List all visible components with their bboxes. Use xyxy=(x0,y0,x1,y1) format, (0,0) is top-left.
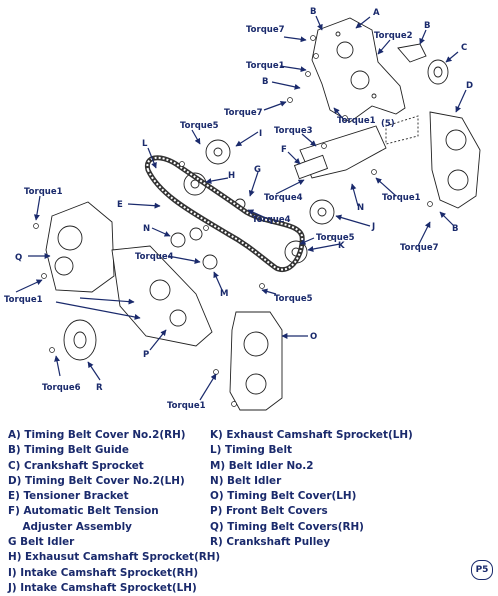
callout-torque2: Torque2 xyxy=(374,31,413,41)
legend-item: Adjuster Assembly xyxy=(8,520,132,533)
callout-torque1-center: Torque1 xyxy=(337,116,376,126)
callout-torque6: Torque6 xyxy=(42,383,81,393)
part-front-belt-covers xyxy=(111,245,213,347)
legend-item: M) Belt Idler No.2 xyxy=(210,459,314,472)
callout-r: R xyxy=(96,383,103,393)
callout-j: J xyxy=(371,222,375,232)
legend-item: R) Crankshaft Pulley xyxy=(210,536,331,549)
legend-item: Q) Timing Belt Covers(RH) xyxy=(210,520,364,533)
callout-torque1-left: Torque1 xyxy=(24,187,63,197)
legend-item: P) Front Belt Covers xyxy=(210,505,328,518)
legend-item: N) Belt Idler xyxy=(210,474,282,487)
callout-torque4-upper: Torque4 xyxy=(264,193,303,203)
page-badge: P5 xyxy=(471,560,493,580)
legend-item: K) Exhaust Camshaft Sprocket(LH) xyxy=(210,429,413,441)
legend-right-column: K) Exhaust Camshaft Sprocket(LH) L) Timi… xyxy=(210,428,413,550)
callout-q: Q xyxy=(15,253,22,263)
part-intake-camshaft-sprocket-rh xyxy=(205,139,231,165)
legend-item: G Belt Idler xyxy=(8,536,75,549)
callout-five: (5) xyxy=(381,119,395,129)
part-belt-guide-top-right xyxy=(397,43,427,63)
exploded-parts-diagram: A B Torque7 Torque2 B C Torque1 B D Torq… xyxy=(4,7,481,411)
callout-b-mid: B xyxy=(262,77,268,87)
legend-item: A) Timing Belt Cover No.2(RH) xyxy=(8,429,186,441)
callout-torque4-lower: Torque4 xyxy=(135,252,174,262)
callout-f: F xyxy=(281,145,287,155)
callout-a-top: A xyxy=(373,8,380,18)
legend-item: H) Exhausut Camshaft Sprocket(RH) xyxy=(8,551,221,564)
callout-torque1-lower-left: Torque1 xyxy=(4,295,43,305)
callout-b-top: B xyxy=(310,7,316,17)
callout-i: I xyxy=(259,129,262,139)
part-timing-belt-covers-rh xyxy=(45,201,115,293)
callout-torque1-bottom: Torque1 xyxy=(167,401,206,411)
part-belt-idler-no2 xyxy=(202,254,218,270)
part-timing-belt-cover-no2-rh xyxy=(311,17,406,123)
legend-item: E) Tensioner Bracket xyxy=(8,490,129,503)
part-belt-idler-n-left xyxy=(170,232,186,248)
part-belt-tension-adjuster xyxy=(293,154,329,180)
callout-o: O xyxy=(310,332,317,342)
callout-e: E xyxy=(117,200,123,210)
callout-m: M xyxy=(220,289,228,299)
callout-g: G xyxy=(254,165,261,175)
callout-k: K xyxy=(338,241,345,251)
legend-item: F) Automatic Belt Tension xyxy=(8,505,159,518)
callout-torque5-mid: Torque5 xyxy=(316,233,355,243)
part-intake-camshaft-sprocket-lh xyxy=(309,199,335,225)
callout-torque3: Torque3 xyxy=(274,126,313,136)
callout-p: P xyxy=(143,350,149,360)
callout-c: C xyxy=(461,43,467,53)
legend-left-column: A) Timing Belt Cover No.2(RH) B) Timing … xyxy=(8,428,220,596)
callout-torque1-upper: Torque1 xyxy=(246,61,285,71)
callout-d: D xyxy=(466,81,473,91)
legend-item: L) Timing Belt xyxy=(210,444,292,457)
callout-torque7-right: Torque7 xyxy=(400,243,439,253)
callout-torque7-top: Torque7 xyxy=(246,25,285,35)
callout-n-left: N xyxy=(143,224,150,234)
callout-b-right-top: B xyxy=(424,21,430,31)
part-crankshaft-pulley xyxy=(63,319,97,361)
legend-item: B) Timing Belt Guide xyxy=(8,444,129,457)
part-timing-belt-cover-no2-lh xyxy=(429,111,481,209)
legend-item: D) Timing Belt Cover No.2(LH) xyxy=(8,474,185,487)
callout-n-right: N xyxy=(357,203,364,213)
callout-torque5-lower: Torque5 xyxy=(274,294,313,304)
part-timing-belt-cover-lh xyxy=(229,311,283,411)
callout-torque4-mid: Torque4 xyxy=(252,215,291,225)
callout-l: L xyxy=(142,139,148,149)
callout-torque5-upper: Torque5 xyxy=(180,121,219,131)
legend-item: C) Crankshaft Sprocket xyxy=(8,459,144,472)
callout-b-right: B xyxy=(452,224,458,234)
legend-item: I) Intake Camshaft Sprocket(RH) xyxy=(8,566,199,579)
callout-torque1-right: Torque1 xyxy=(382,193,421,203)
part-crankshaft-sprocket xyxy=(427,59,449,85)
legend-item: O) Timing Belt Cover(LH) xyxy=(210,490,357,503)
callout-torque7-mid: Torque7 xyxy=(224,108,263,118)
callout-h: H xyxy=(228,171,235,181)
legend-item: J) Intake Camshaft Sprocket(LH) xyxy=(8,581,197,594)
